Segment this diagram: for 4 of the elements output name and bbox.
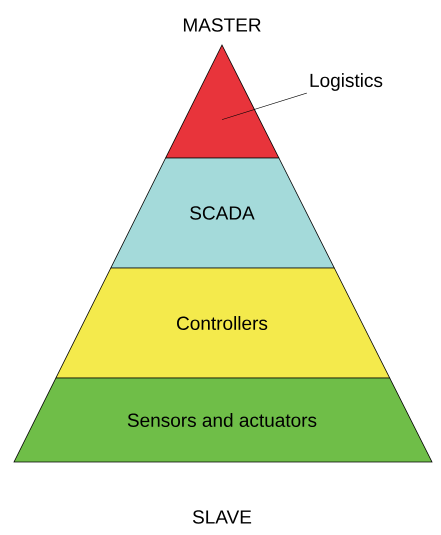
callout-label: Logistics — [310, 73, 382, 91]
pyramid-tier: SCADA — [110, 158, 335, 268]
pyramid-end-label: SLAVE — [192, 510, 252, 524]
leader-line — [222, 92, 308, 120]
